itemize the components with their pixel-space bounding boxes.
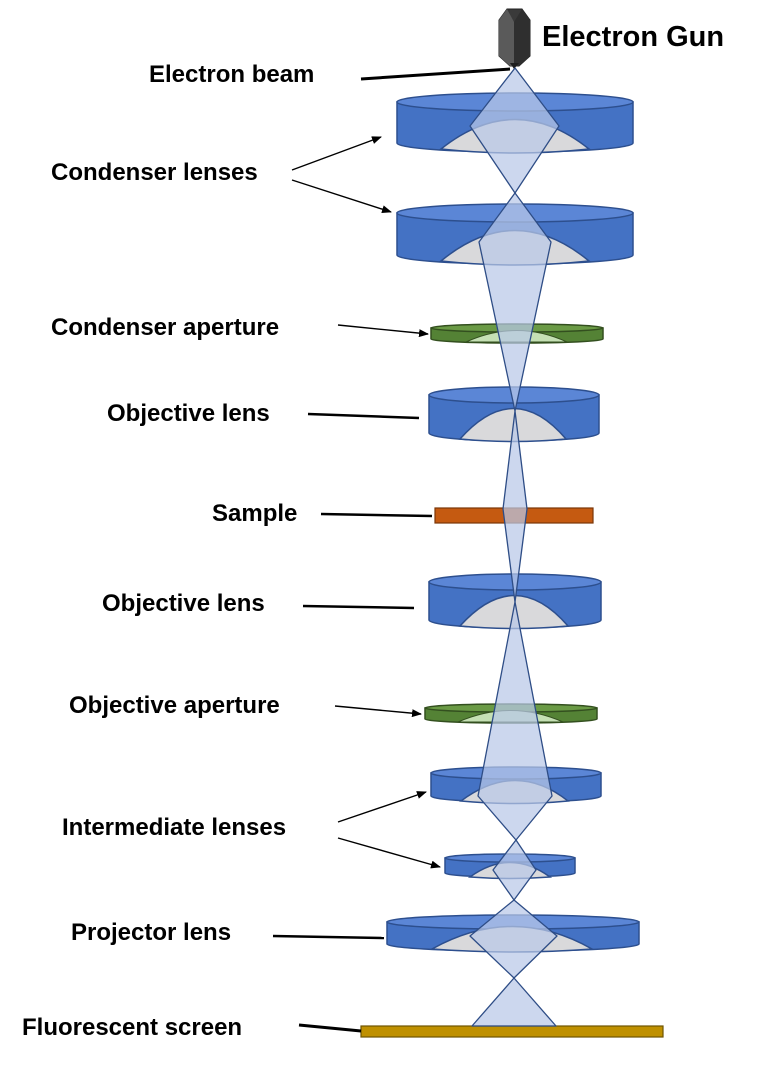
electron-gun — [498, 8, 531, 69]
label-sample: Sample — [212, 500, 297, 527]
label-electron-beam: Electron beam — [149, 61, 314, 88]
intermediate-upper-arrow — [337, 791, 427, 823]
electron-beam-leader — [360, 67, 511, 81]
electron-beam-path — [469, 67, 560, 1027]
label-fluorescent-screen: Fluorescent screen — [22, 1014, 242, 1041]
label-objective-lens-upper: Objective lens — [107, 400, 270, 427]
condenser-upper-arrow — [291, 136, 382, 171]
objective-upper-leader — [307, 412, 420, 420]
label-objective-lens-lower: Objective lens — [102, 590, 265, 617]
intermediate-lower-arrow — [337, 837, 441, 869]
labels: Electron Gun Electron beam Condenser len… — [22, 21, 724, 1041]
sample-leader — [320, 512, 433, 518]
leader-lines — [272, 67, 511, 1033]
label-projector-lens: Projector lens — [71, 919, 231, 946]
fluorescent-screen-leader — [298, 1023, 362, 1033]
fluorescent-screen-plate — [360, 1025, 664, 1038]
label-condenser-lenses: Condenser lenses — [51, 159, 258, 186]
condenser-lower-arrow — [291, 179, 392, 214]
label-objective-aperture: Objective aperture — [69, 692, 280, 719]
title-electron-gun: Electron Gun — [542, 21, 724, 53]
label-intermediate-lenses: Intermediate lenses — [62, 814, 286, 841]
objective-aperture-arrow — [334, 705, 422, 718]
condenser-aperture-arrow — [337, 324, 429, 338]
label-condenser-aperture: Condenser aperture — [51, 314, 279, 341]
objective-lower-leader — [302, 604, 415, 610]
projector-leader — [272, 934, 385, 940]
